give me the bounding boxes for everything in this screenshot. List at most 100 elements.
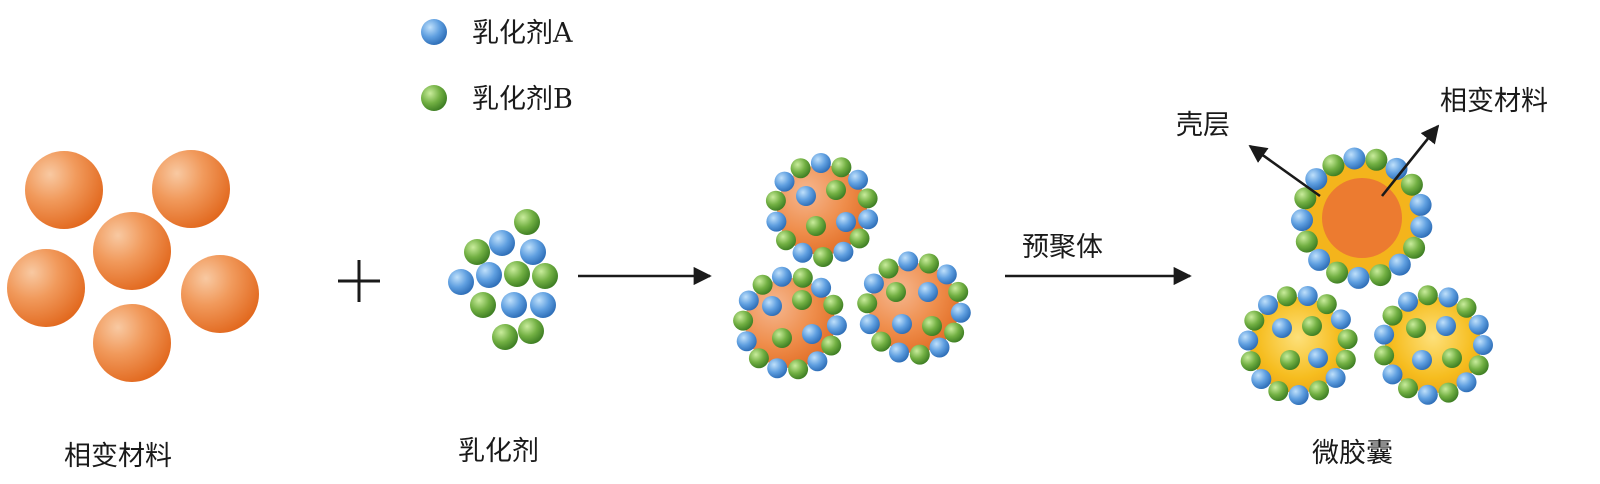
emulsifier-a-particle (848, 169, 868, 190)
emulsifier-b-particle (1398, 378, 1418, 399)
emulsifier-b-particle (831, 157, 852, 178)
emulsifier-a-particle (898, 251, 919, 272)
emulsifier-b-particle (944, 322, 965, 343)
emulsifier-b-particle (1322, 154, 1345, 177)
emulsifier-a-particle (889, 342, 909, 363)
microcapsule-label: 微胶囊 (1312, 438, 1393, 469)
emulsifier-b-particle (772, 328, 792, 348)
microcapsule-shell (1250, 297, 1346, 393)
pcm-sphere (181, 255, 259, 333)
emulsifier-b-particle (1456, 297, 1477, 318)
emulsifier-a-particle (807, 351, 828, 372)
emulsifier-b-particle (1326, 261, 1349, 284)
shell-label: 壳层 (1176, 110, 1230, 141)
emulsifier-b-particle (1335, 349, 1356, 370)
pcm-sphere (93, 212, 171, 290)
emulsifier-label: 乳化剂 (458, 436, 539, 467)
emulsifier-b-particle (733, 310, 754, 331)
core-pointer-arrow (1380, 124, 1440, 197)
emulsifier-a-particle (796, 186, 816, 206)
legend: 乳化剂A 乳化剂B (421, 18, 573, 115)
emulsifier-b-particle (532, 263, 558, 289)
emulsifier-a-particle (1288, 385, 1309, 405)
emulsified-droplets-group (733, 153, 971, 380)
emulsifier-b-particle (1268, 381, 1289, 401)
emulsifier-a-particle (1382, 364, 1403, 385)
emulsifier-a-particle (766, 211, 787, 232)
emulsifier-b-particle (1382, 305, 1403, 326)
emulsifier-a-particle (802, 324, 822, 344)
emulsifier-a-particle (833, 241, 854, 262)
emulsifier-a-particle (1398, 291, 1418, 312)
emulsifier-b-particle (1400, 173, 1423, 196)
phase-change-material-label: 相变材料 (64, 441, 172, 472)
emulsifier-b-particle (1442, 348, 1462, 368)
emulsifier-b-legend-label: 乳化剂B (472, 84, 573, 115)
emulsifier-a-particle (530, 292, 556, 318)
emulsifier-a-particle (811, 277, 832, 298)
emulsifier-a-particle (1438, 287, 1459, 308)
emulsifier-b-particle (948, 281, 969, 302)
emulsifier-a-particle (1251, 369, 1272, 389)
emulsifier-a-particle (771, 266, 792, 287)
emulsifier-b-particle (1438, 382, 1459, 403)
emulsifier-b-particle (1316, 294, 1337, 315)
emulsifier-cluster (448, 209, 558, 350)
emulsifier-a-particle (1325, 367, 1346, 388)
emulsifier-a-particle (1385, 157, 1408, 180)
emulsifier-b-particle (919, 253, 939, 274)
emulsifier-b-particle (1294, 187, 1317, 210)
emulsifier-a-particle (738, 290, 759, 311)
emulsifier-a-particle (1436, 316, 1456, 336)
emulsifier-a-particle (859, 314, 880, 335)
emulsifier-b-particle (821, 335, 842, 356)
emulsifier-a-particle (1238, 330, 1259, 351)
emulsifier-b-particle (806, 216, 826, 236)
emulsifier-a-particle (476, 262, 502, 288)
emulsifier-a-particle (1343, 147, 1366, 170)
microcapsule-core (1322, 178, 1402, 258)
emulsifier-a-particle (1330, 309, 1351, 330)
emulsifier-a-particle (810, 153, 831, 173)
phase-change-material-group (7, 150, 259, 382)
emulsifier-a-particle (762, 296, 782, 316)
pcm-sphere (152, 150, 230, 228)
emulsifier-a-particle (1308, 348, 1328, 368)
emulsifier-b-particle (922, 316, 942, 336)
emulsifier-a-particle (448, 269, 474, 295)
emulsifier-a-particle (892, 314, 912, 334)
emulsifier-b-particle (776, 230, 796, 251)
microcapsules-group (1238, 147, 1493, 405)
core-material-label: 相变材料 (1440, 86, 1548, 117)
prepolymer-label: 预聚体 (1022, 232, 1103, 263)
emulsifier-b-particle (857, 188, 878, 209)
emulsifier-a-particle (792, 242, 813, 263)
emulsifier-b-particle (1244, 310, 1265, 331)
plus-sign (338, 260, 380, 302)
emulsifier-a-particle (929, 337, 950, 358)
emulsifier-b-particle (765, 190, 786, 211)
emulsifier-b-particle (1295, 230, 1318, 253)
emulsifier-b-particle (1365, 148, 1388, 171)
emulsifier-a-particle (1258, 295, 1278, 315)
emulsifier-b-particle (518, 318, 544, 344)
emulsifier-b-particle (788, 359, 809, 380)
emulsifier-a-particle (736, 331, 757, 352)
emulsifier-b-legend-marker (421, 85, 447, 111)
emulsifier-a-particle (1412, 350, 1432, 370)
shell-pointer-arrow (1248, 144, 1321, 198)
emulsifier-b-particle (1403, 236, 1426, 259)
emulsifier-b-particle (871, 331, 892, 352)
emulsifier-b-particle (504, 261, 530, 287)
emulsifier-a-particle (1473, 335, 1493, 355)
emulsifier-b-particle (1309, 380, 1329, 401)
emulsifier-b-particle (813, 247, 834, 267)
emulsifier-a-particle (767, 358, 788, 379)
emulsifier-b-particle (792, 267, 813, 288)
emulsifier-a-particle (1305, 168, 1328, 191)
emulsifier-b-particle (748, 348, 769, 369)
emulsifier-a-particle (1409, 193, 1432, 216)
emulsifier-a-particle (489, 230, 515, 256)
emulsifier-b-particle (826, 180, 846, 200)
